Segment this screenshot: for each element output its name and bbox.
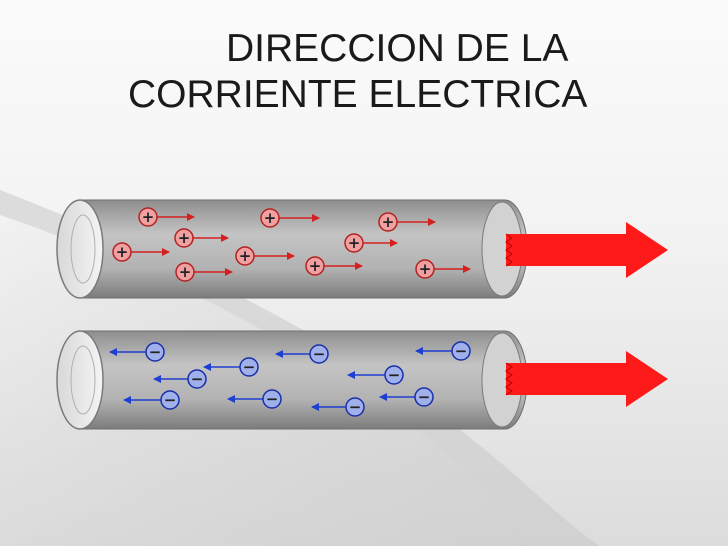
positive-charge-icon: [305, 256, 325, 276]
wire-front-cap: [56, 330, 104, 430]
current-arrow-jagged-edge: [505, 233, 513, 267]
positive-charge: +: [112, 242, 170, 262]
title-line-1: DIRECCION DE LA: [226, 27, 569, 70]
current-direction-arrow-icon: [506, 222, 668, 278]
negative-charge: −: [275, 344, 329, 364]
current-direction-arrow-icon: [506, 351, 668, 407]
negative-charge-icon: [145, 342, 165, 362]
current-arrow-bottom: [505, 351, 668, 407]
negative-charge-icon: [309, 344, 329, 364]
current-arrow-top: [505, 222, 668, 278]
negative-charge-icon: [160, 390, 180, 410]
negative-charge-icon: [451, 341, 471, 361]
positive-charge: +: [138, 207, 195, 227]
positive-sign: +: [179, 263, 192, 281]
negative-charge: −: [203, 357, 259, 377]
positive-sign: +: [239, 247, 252, 265]
negative-charge: −: [227, 389, 282, 409]
positive-charge-icon: [415, 259, 435, 279]
negative-sign: −: [164, 391, 177, 409]
negative-sign: −: [266, 390, 279, 408]
positive-sign: +: [419, 260, 432, 278]
positive-charges: + + + + + + +: [112, 207, 471, 282]
wire-front-cap-inner: [70, 345, 96, 415]
negative-charge: −: [379, 387, 434, 407]
positive-sign: +: [142, 208, 155, 226]
title-line-2: CORRIENTE ELECTRICA: [128, 73, 588, 116]
negative-charge-icon: [187, 369, 207, 389]
positive-sign: +: [116, 243, 129, 261]
positive-sign: +: [348, 234, 361, 252]
positive-charge: +: [378, 212, 436, 232]
slide-title: DIRECCION DE LA CORRIENTE ELECTRICA: [128, 26, 688, 118]
negative-charge-icon: [384, 365, 404, 385]
negative-charge: −: [311, 397, 365, 417]
positive-charge: +: [415, 259, 471, 279]
positive-charge-icon: [260, 208, 280, 228]
wire-front-cap-inner: [70, 214, 96, 284]
negative-charge: −: [123, 390, 180, 410]
negative-charge: −: [415, 341, 471, 361]
positive-charge: +: [344, 233, 398, 253]
negative-charge-icon: [345, 397, 365, 417]
positive-charge: +: [305, 256, 363, 276]
negative-sign: −: [243, 358, 256, 376]
negative-charge: −: [153, 369, 207, 389]
positive-charge-icon: [112, 242, 132, 262]
negative-sign: −: [418, 388, 431, 406]
positive-charge: +: [174, 228, 229, 248]
positive-charge-icon: [174, 228, 194, 248]
positive-charge-icon: [378, 212, 398, 232]
positive-sign: +: [178, 229, 191, 247]
negative-sign: −: [349, 398, 362, 416]
positive-charge: +: [235, 246, 295, 266]
positive-charge-icon: [138, 207, 158, 227]
negative-sign: −: [313, 345, 326, 363]
negative-charge-icon: [414, 387, 434, 407]
negative-sign: −: [149, 343, 162, 361]
positive-charge: +: [260, 208, 320, 228]
current-arrow-jagged-edge: [505, 362, 513, 396]
wire-front-cap: [56, 199, 104, 299]
positive-charge-icon: [235, 246, 255, 266]
negative-sign: −: [455, 342, 468, 360]
negative-sign: −: [388, 366, 401, 384]
negative-charges: − − − − − − −: [109, 341, 471, 417]
negative-charge: −: [347, 365, 404, 385]
positive-charge-icon: [175, 262, 195, 282]
negative-charge-icon: [262, 389, 282, 409]
positive-sign: +: [264, 209, 277, 227]
positive-charge-icon: [344, 233, 364, 253]
positive-sign: +: [309, 257, 322, 275]
positive-charge: +: [175, 262, 233, 282]
negative-charge-icon: [239, 357, 259, 377]
wire-cylinder-negative: [56, 330, 528, 430]
negative-sign: −: [191, 370, 204, 388]
negative-charge: −: [109, 342, 165, 362]
positive-sign: +: [382, 213, 395, 231]
